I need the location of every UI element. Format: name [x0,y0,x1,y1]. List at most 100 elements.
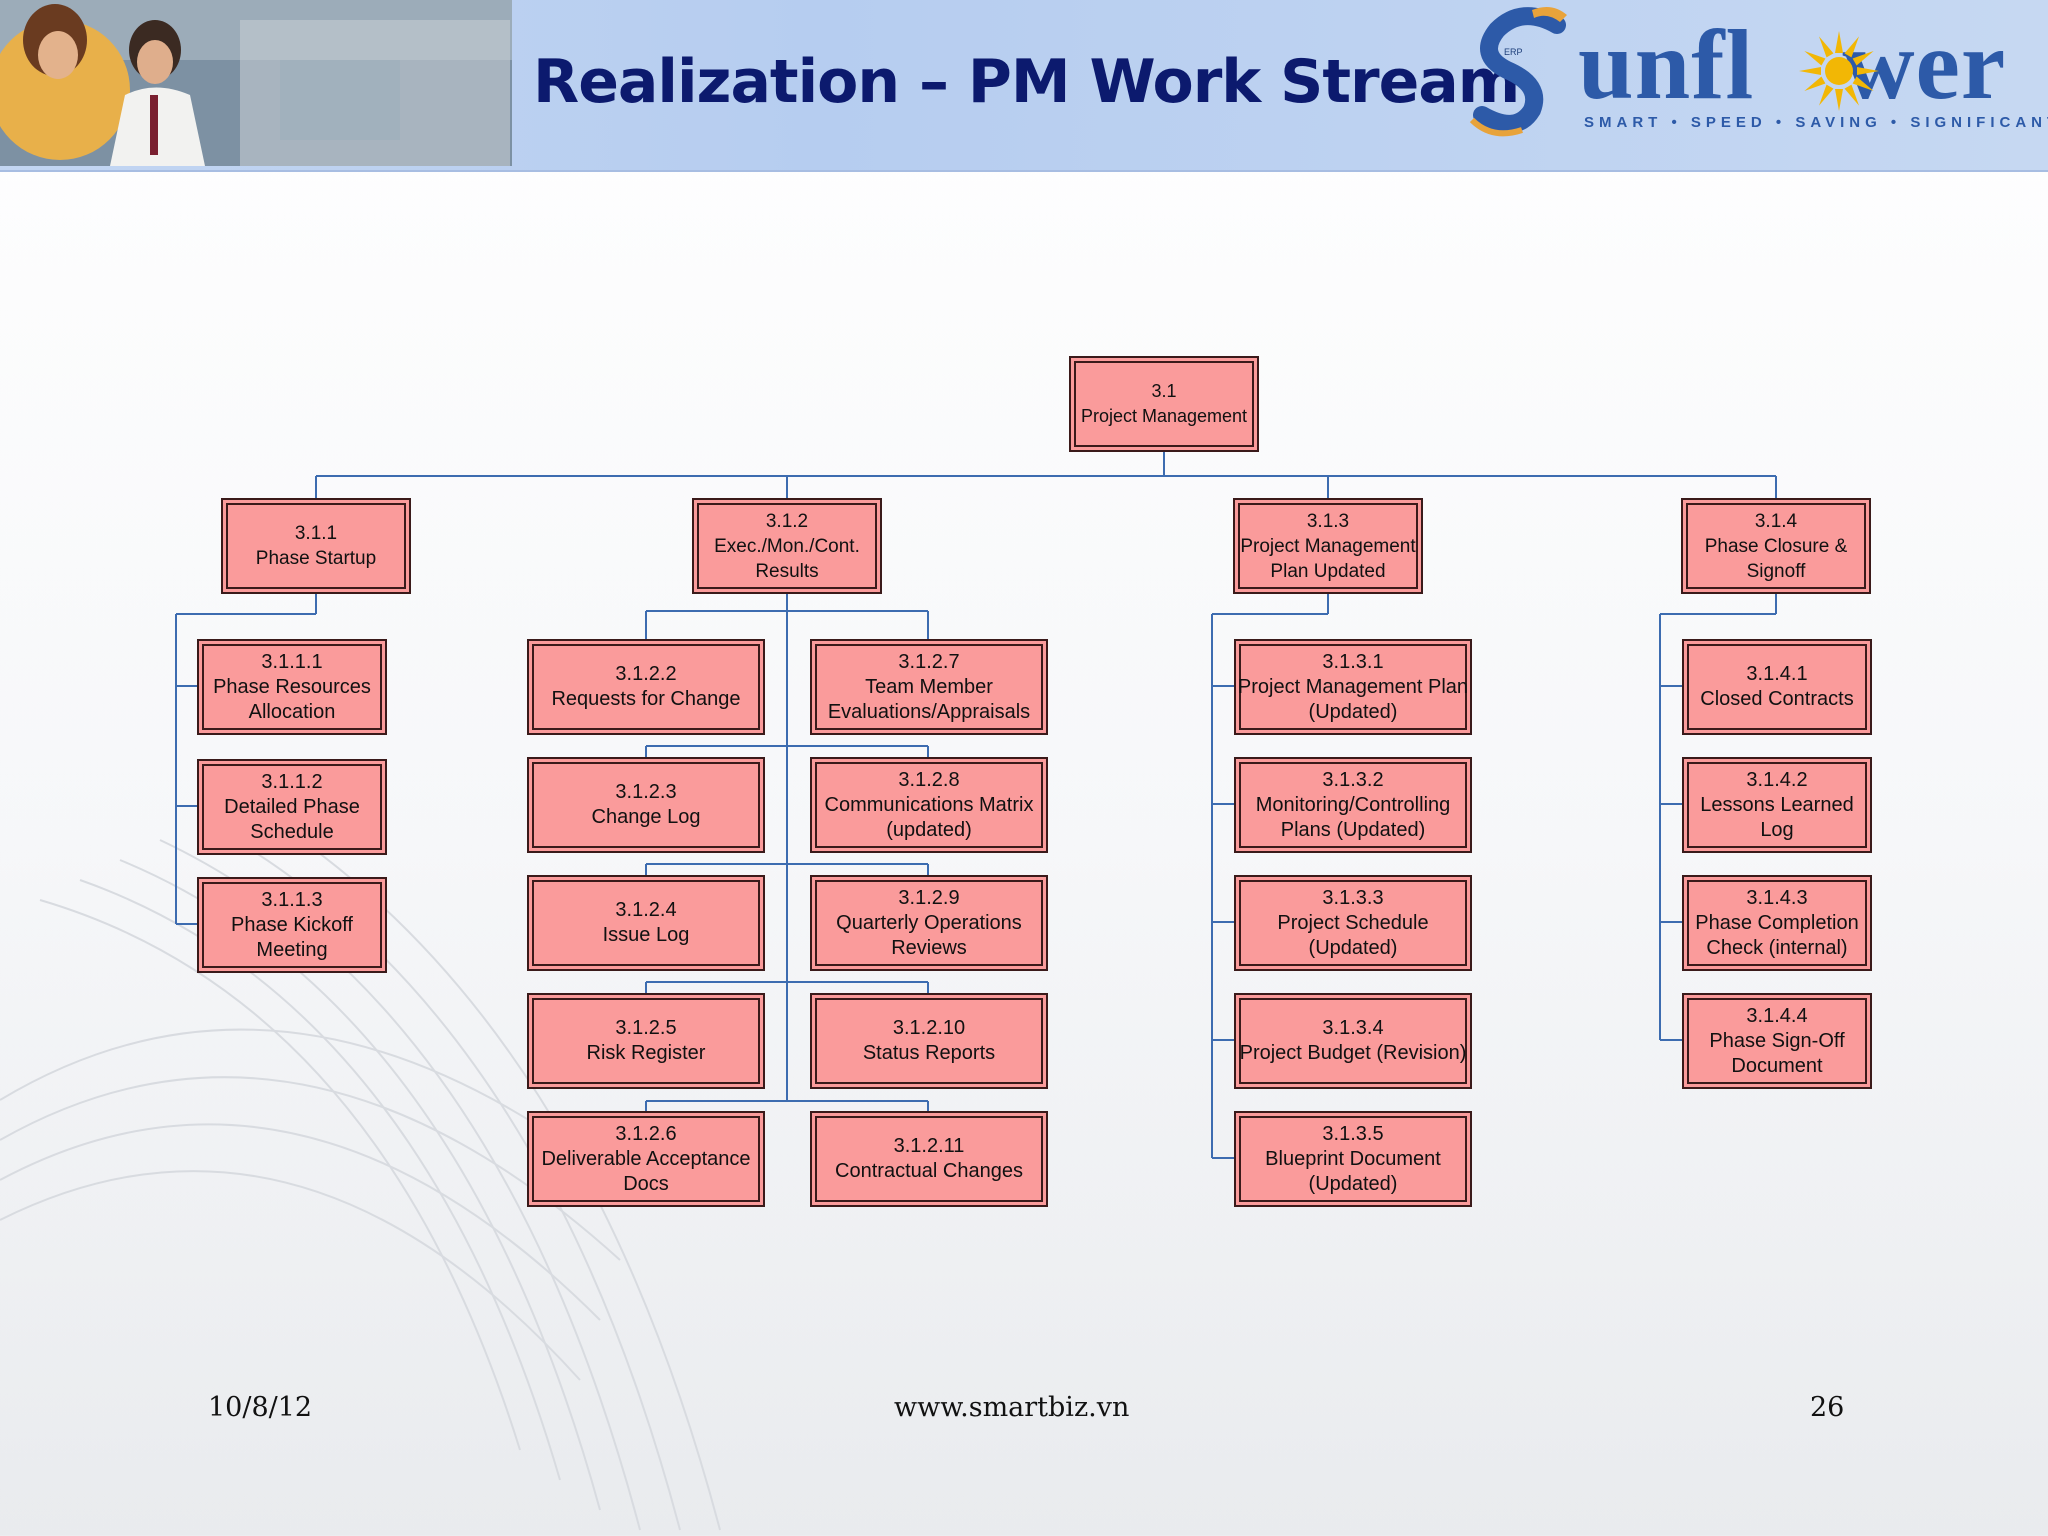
wbs-node-label: Phase Closure & [1704,535,1848,557]
wbs-node-3-1-4-4: 3.1.4.4 Phase Sign-Off Document [1682,993,1872,1089]
wbs-node-id: 3.1.3.1 [1322,650,1384,673]
wbs-node-3-1-2-4: 3.1.2.4 Issue Log [527,875,765,971]
wbs-node-id: 3.1 [1151,381,1177,401]
wbs-node-id: 3.1.2.10 [892,1017,966,1039]
wbs-node-label: (Updated) [1308,1172,1398,1195]
wbs-node-id: 3.1.3.5 [1322,1122,1384,1145]
wbs-node-id: 3.1.2.3 [615,781,677,803]
wbs-node-label: (Updated) [1308,936,1398,959]
wbs-node-3-1-2-10: 3.1.2.10 Status Reports [810,993,1048,1089]
wbs-node-id: 3.1.1 [294,523,338,544]
wbs-node-3-1-2-9: 3.1.2.9 Quarterly Operations Reviews [810,875,1048,971]
wbs-node-id: 3.1.4.4 [1746,1004,1808,1027]
wbs-node-3-1-3-2: 3.1.3.2 Monitoring/Controlling Plans (Up… [1234,757,1472,853]
wbs-node-3-1: 3.1 Project Management [1069,356,1259,452]
sun-icon [1799,31,1879,111]
wbs-node-label: Phase Kickoff [231,913,353,936]
wbs-node-id: 3.1.4 [1754,510,1798,532]
wbs-node-3-1-2-6: 3.1.2.6 Deliverable Acceptance Docs [527,1111,765,1207]
wbs-node-label: Lessons Learned [1700,793,1854,816]
wbs-node-id: 3.1.3 [1306,510,1350,532]
wbs-node-id: 3.1.2.4 [615,899,677,921]
wbs-node-3-1-3-1: 3.1.3.1 Project Management Plan (Updated… [1234,639,1472,735]
wbs-node-3-1-4-1: 3.1.4.1 Closed Contracts [1682,639,1872,735]
wbs-node-id: 3.1.2.8 [898,768,960,791]
wbs-node-label: Allocation [248,700,336,723]
wbs-node-label: Status Reports [862,1042,996,1064]
office-people-image [0,0,512,166]
wbs-node-id: 3.1.4.2 [1746,768,1808,791]
wbs-node-label: Signoff [1746,560,1806,582]
wbs-node-label: Phase Completion [1695,911,1859,934]
wbs-node-label: Blueprint Document [1265,1147,1441,1170]
wbs-node-3-1-4: 3.1.4 Phase Closure & Signoff [1681,498,1871,594]
wbs-node-label: Contractual Changes [835,1160,1023,1182]
wbs-node-label: Document [1731,1054,1823,1077]
wbs-node-label: Issue Log [602,924,690,946]
wbs-node-id: 3.1.2.6 [615,1122,677,1145]
wbs-node-label: Plans (Updated) [1280,818,1426,841]
header-photo [0,0,512,166]
wbs-node-3-1-2: 3.1.2 Exec./Mon./Cont. Results [692,498,882,594]
wbs-node-label: Quarterly Operations [836,911,1022,934]
wbs-node-3-1-3-4: 3.1.3.4 Project Budget (Revision) [1234,993,1472,1089]
svg-text:ERP: ERP [1504,47,1523,57]
wbs-node-3-1-1-3: 3.1.1.3 Phase Kickoff Meeting [197,877,387,973]
wbs-node-id: 3.1.4.1 [1746,663,1808,685]
dragon-s-logo-icon: ERP [1469,6,1567,137]
wbs-node-label: (updated) [886,818,972,841]
wbs-node-label: Phase Sign-Off [1709,1029,1845,1052]
wbs-node-label: Communications Matrix [824,793,1034,816]
wbs-node-label: (Updated) [1308,700,1398,723]
wbs-node-id: 3.1.4.3 [1746,886,1808,909]
wbs-node-3-1-3-5: 3.1.3.5 Blueprint Document (Updated) [1234,1111,1472,1207]
wbs-node-label: Project Budget (Revision) [1239,1042,1467,1064]
wbs-node-id: 3.1.2 [765,510,809,532]
wbs-node-label: Phase Resources [213,675,371,698]
footer-page-number: 26 [1810,1392,1845,1423]
wbs-node-label: Monitoring/Controlling [1255,793,1451,816]
wbs-node-label: Project Management [1240,535,1416,557]
wbs-node-label: Project Management Plan [1237,675,1469,698]
wbs-node-label: Docs [623,1172,669,1195]
wbs-node-label: Results [755,560,819,582]
wbs-node-3-1-3: 3.1.3 Project Management Plan Updated [1233,498,1423,594]
wbs-node-label: Schedule [250,820,334,843]
wbs-node-label: Plan Updated [1270,560,1386,582]
wbs-node-id: 3.1.2.5 [615,1017,677,1039]
wbs-node-3-1-4-3: 3.1.4.3 Phase Completion Check (internal… [1682,875,1872,971]
wbs-node-label: Detailed Phase [224,795,360,818]
wbs-node-3-1-4-2: 3.1.4.2 Lessons Learned Log [1682,757,1872,853]
wbs-node-label: Reviews [891,936,967,959]
wbs-node-label: Requests for Change [551,688,741,710]
wbs-node-3-1-1: 3.1.1 Phase Startup [221,498,411,594]
wbs-node-id: 3.1.3.4 [1322,1017,1384,1039]
wbs-node-3-1-2-2: 3.1.2.2 Requests for Change [527,639,765,735]
wbs-node-id: 3.1.2.11 [893,1135,965,1157]
wbs-node-label: Team Member [865,675,993,698]
wbs-node-label: Project Schedule [1277,911,1429,934]
wbs-node-3-1-3-3: 3.1.3.3 Project Schedule (Updated) [1234,875,1472,971]
wbs-node-id: 3.1.1.3 [261,888,323,911]
wbs-node-label: Check (internal) [1706,936,1848,959]
wbs-node-id: 3.1.1.1 [261,650,323,673]
wbs-node-label: Phase Startup [255,548,377,569]
wbs-node-id: 3.1.3.3 [1322,886,1384,909]
wbs-node-3-1-2-5: 3.1.2.5 Risk Register [527,993,765,1089]
slide-title: Realization – PM Work Stream [533,47,1520,117]
wbs-node-label: Risk Register [586,1042,706,1064]
wbs-node-id: 3.1.2.7 [898,650,960,673]
wbs-node-3-1-2-7: 3.1.2.7 Team Member Evaluations/Appraisa… [810,639,1048,735]
wbs-node-id: 3.1.3.2 [1322,768,1384,791]
wbs-node-label: Change Log [591,806,701,828]
wbs-node-3-1-1-2: 3.1.1.2 Detailed Phase Schedule [197,759,387,855]
wbs-node-label: Deliverable Acceptance [541,1147,751,1170]
wbs-node-3-1-2-8: 3.1.2.8 Communications Matrix (updated) [810,757,1048,853]
footer-url: www.smartbiz.vn [894,1392,1130,1423]
logo-tagline: SMART • SPEED • SAVING • SIGNIFICANT [1584,114,2048,131]
wbs-node-3-1-2-11: 3.1.2.11 Contractual Changes [810,1111,1048,1207]
